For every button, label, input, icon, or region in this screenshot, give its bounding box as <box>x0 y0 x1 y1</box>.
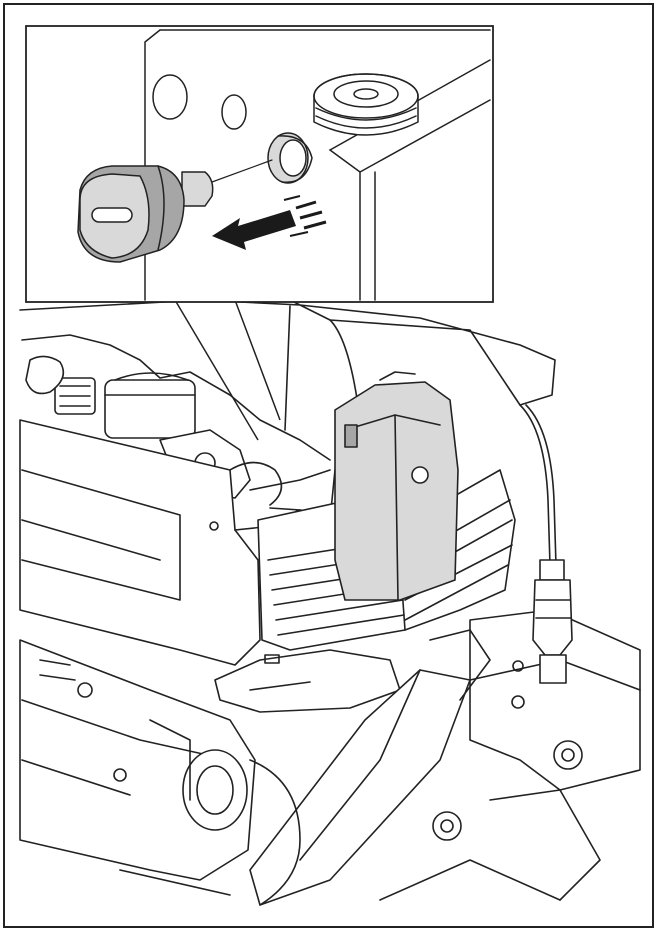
boom-bracket <box>249 609 641 906</box>
track-assembly <box>19 639 301 906</box>
reservoir-tank <box>334 371 459 601</box>
body-panel <box>19 419 261 666</box>
pivot-bolt <box>553 740 583 770</box>
callout-lines <box>174 299 281 441</box>
machine-view <box>19 299 641 906</box>
inset-detail <box>25 25 494 303</box>
air-filter-box <box>104 379 196 439</box>
removal-arrow <box>212 195 327 250</box>
cable-sensor <box>519 404 573 684</box>
o-ring-seal <box>267 132 313 184</box>
engine-cover <box>19 299 556 406</box>
filler-cap <box>313 73 419 136</box>
plug <box>77 165 214 263</box>
